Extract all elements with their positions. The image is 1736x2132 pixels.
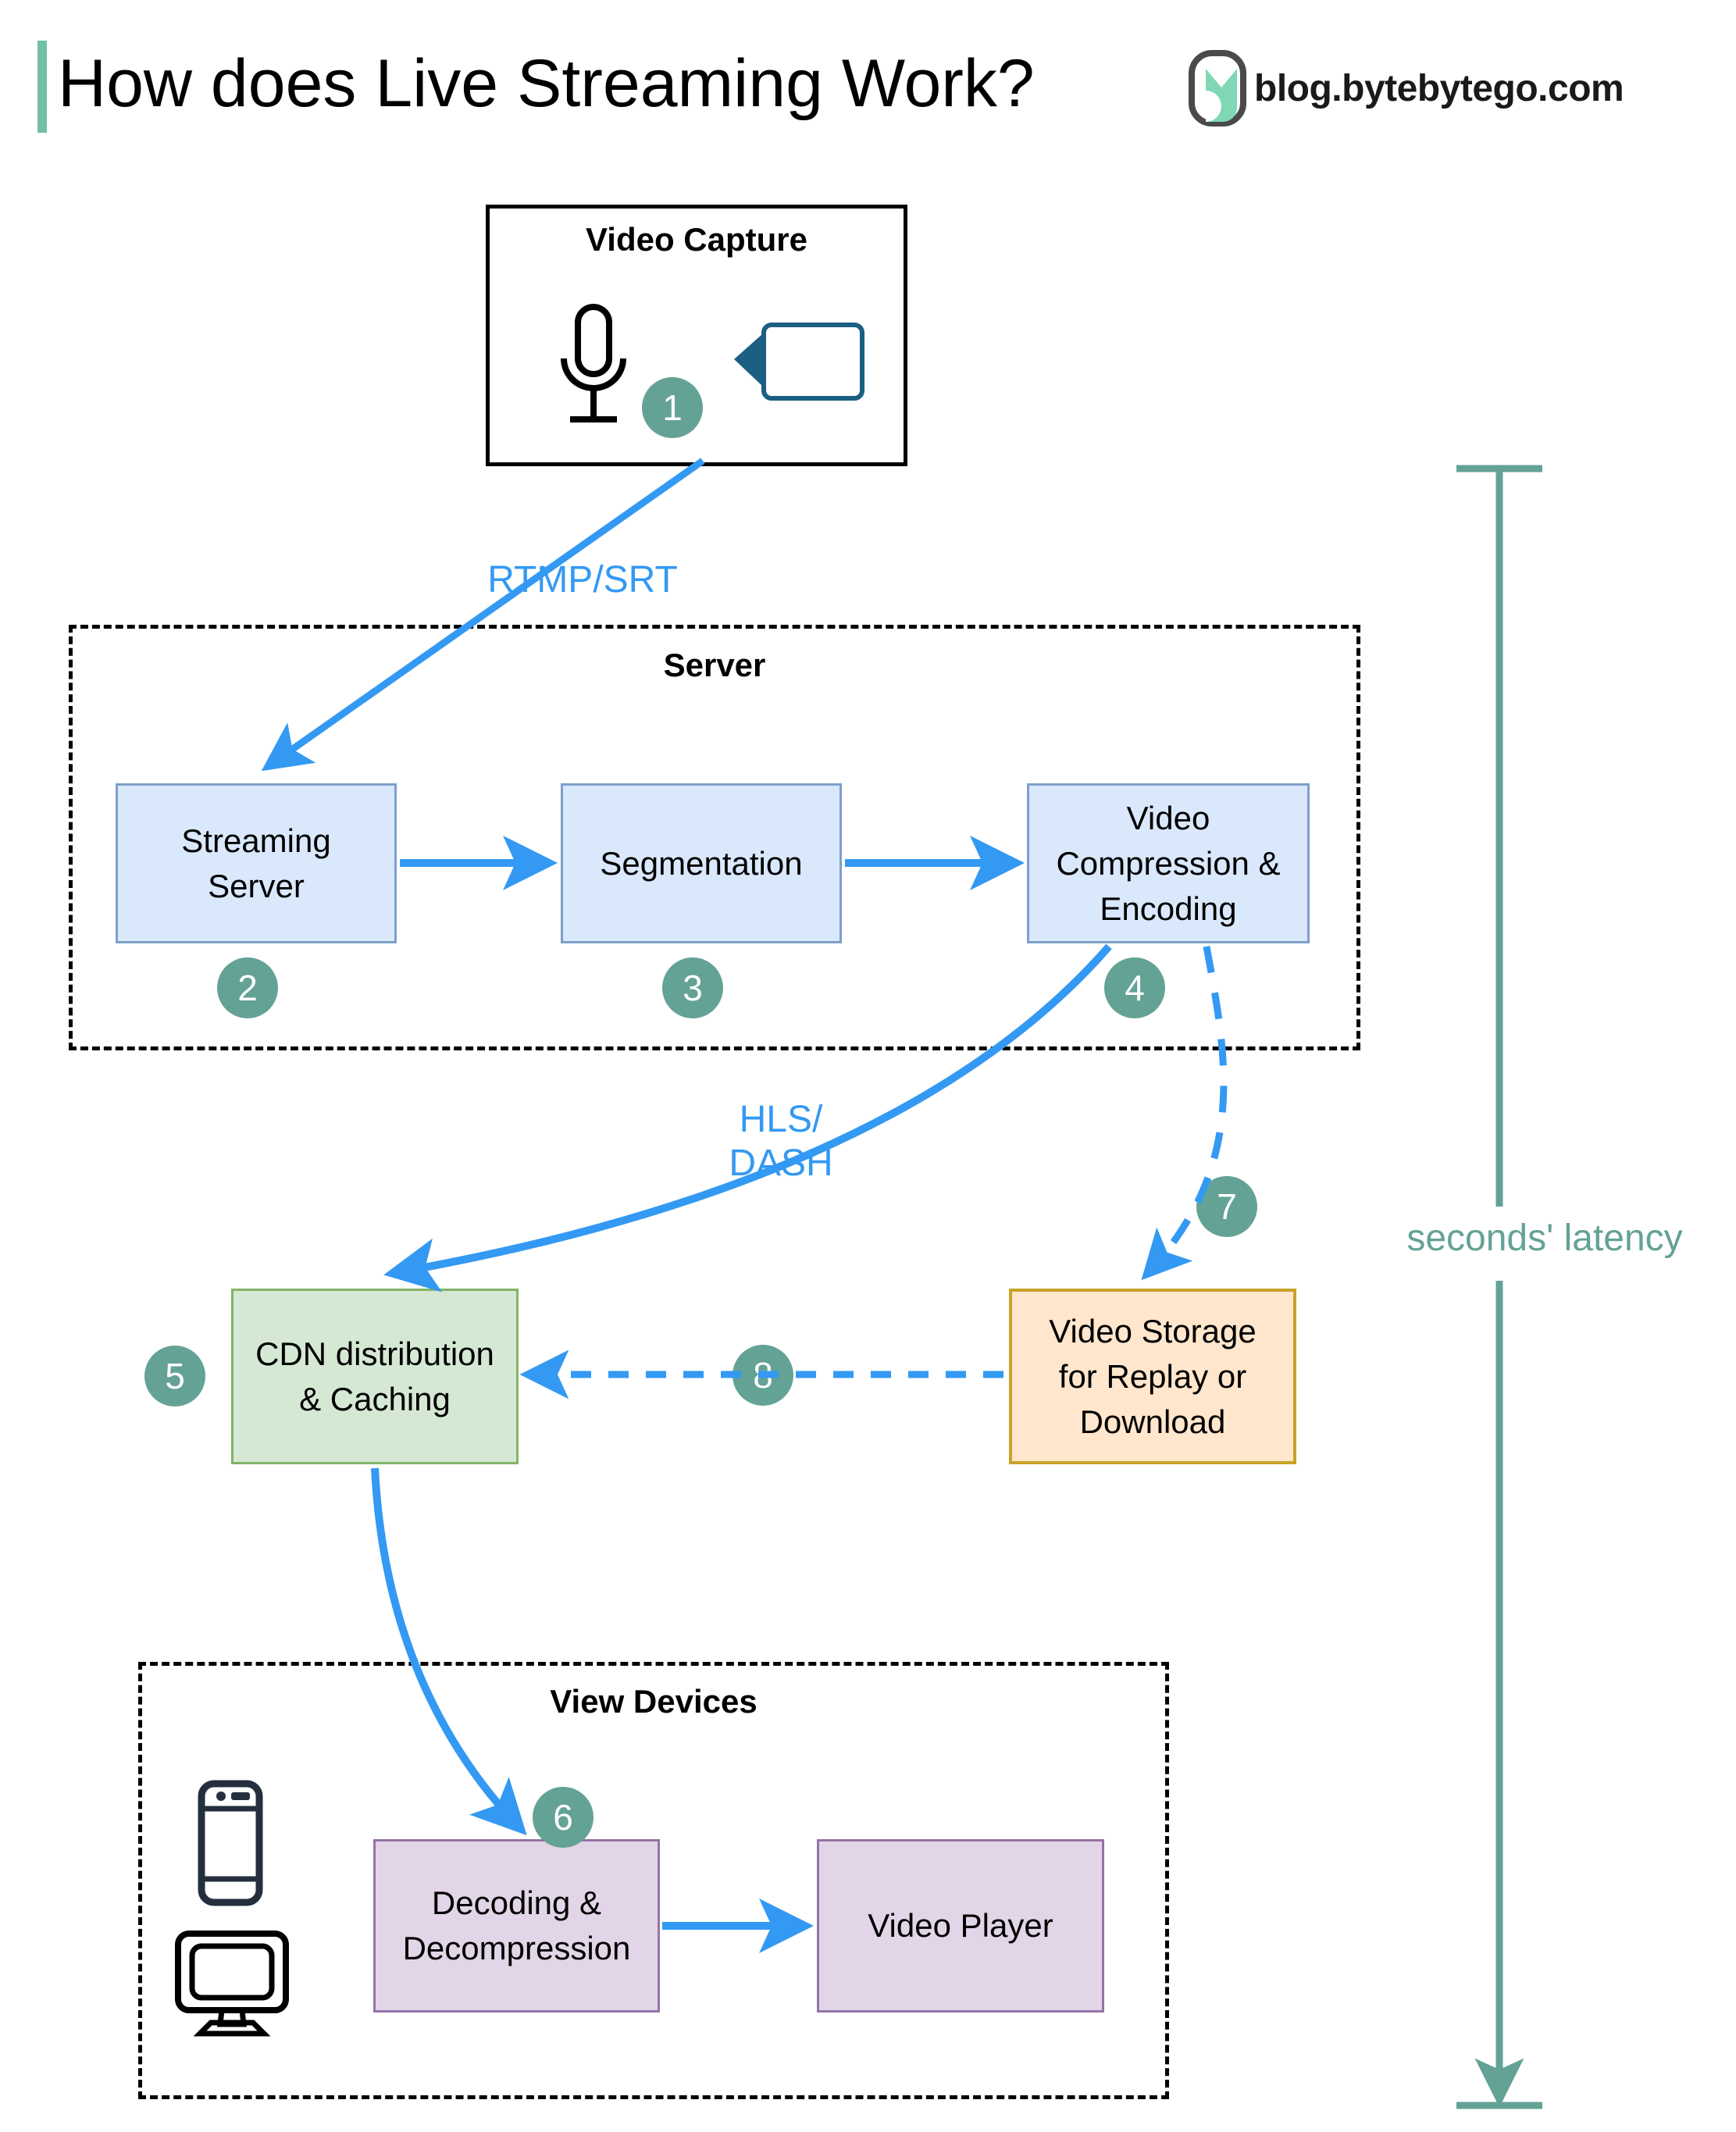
streaming-server-box[interactable]: Streaming Server	[116, 783, 397, 943]
video-storage-label: Video Storage for Replay or Download	[1049, 1312, 1257, 1440]
bytebytego-logo-icon	[1189, 50, 1246, 127]
brand-text: blog.bytebytego.com	[1254, 67, 1624, 109]
video-compression-encoding-box[interactable]: Video Compression & Encoding	[1027, 783, 1310, 943]
video-player-box[interactable]: Video Player	[817, 1839, 1104, 2013]
video-player-label: Video Player	[868, 1907, 1053, 1944]
edge-label-rtmp-srt: RTMP/SRT	[487, 559, 678, 601]
step-badge-1: 1	[642, 377, 703, 438]
page-title: How does Live Streaming Work?	[58, 46, 1035, 121]
cdn-distribution-label: CDN distribution & Caching	[255, 1335, 494, 1417]
step-badge-7: 7	[1196, 1176, 1257, 1237]
step-badge-2: 2	[217, 957, 278, 1018]
video-compression-encoding-label: Video Compression & Encoding	[1056, 799, 1281, 927]
decoding-decompression-label: Decoding & Decompression	[402, 1884, 631, 1966]
video-camera-icon	[734, 323, 864, 401]
step-badge-8: 8	[733, 1345, 793, 1406]
video-capture-title: Video Capture	[586, 221, 807, 258]
segmentation-box[interactable]: Segmentation	[561, 783, 842, 943]
brand-watermark: blog.bytebytego.com	[1189, 50, 1624, 127]
decoding-decompression-box[interactable]: Decoding & Decompression	[373, 1839, 660, 2013]
step-badge-3: 3	[662, 957, 723, 1018]
cdn-distribution-box[interactable]: CDN distribution & Caching	[231, 1289, 519, 1464]
latency-label: seconds' latency	[1406, 1218, 1683, 1259]
microphone-icon	[561, 304, 626, 422]
step-badge-4: 4	[1104, 957, 1165, 1018]
step-badge-6: 6	[533, 1787, 594, 1848]
streaming-server-label: Streaming Server	[181, 822, 331, 904]
edge-label-hls-dash: HLS/ DASH	[729, 1099, 833, 1184]
segmentation-label: Segmentation	[600, 844, 803, 882]
video-storage-box[interactable]: Video Storage for Replay or Download	[1009, 1289, 1296, 1464]
desktop-monitor-icon	[175, 1931, 289, 2037]
step-badge-5: 5	[144, 1346, 205, 1406]
view-devices-group	[138, 1662, 1169, 2099]
view-devices-title: View Devices	[550, 1683, 757, 1720]
server-group-title: Server	[663, 647, 766, 683]
smartphone-icon	[198, 1780, 263, 1906]
title-accent-bar	[37, 41, 47, 133]
